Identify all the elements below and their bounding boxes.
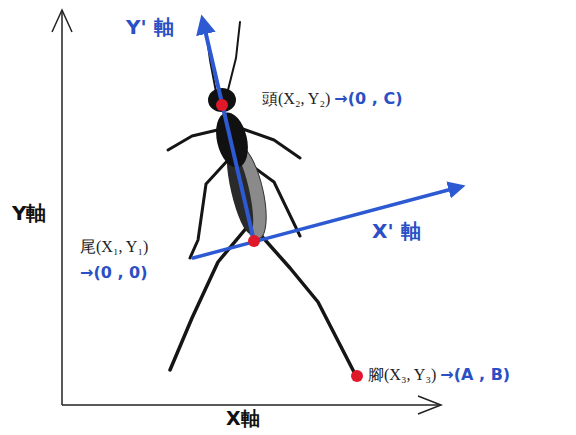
points [216,99,363,382]
leg [258,232,355,374]
mapped-coordinate: →(0 , 0) [80,264,148,282]
insect [168,22,355,374]
body-axes [193,30,452,258]
y-prime-axis [205,30,254,241]
x-prime-axis [193,189,452,258]
axis-label: Y' 軸 [126,16,174,39]
point-label: 腳(X₃, Y₃) [368,366,436,384]
point-label: 尾(X₁, Y₁) [80,238,148,256]
xy-axes [52,10,441,414]
x-axis-arrow [418,396,441,414]
x-axis [62,404,440,406]
y-axis-arrow [52,10,72,32]
mapped-coordinate: →(A , B) [440,366,510,384]
tail-point [248,235,260,247]
head-point [216,99,228,111]
axis-label: Y軸 [12,202,46,225]
axis-label: X' 軸 [372,220,421,243]
mapped-coordinate: →(0 , C) [334,90,402,108]
leg [190,160,228,258]
foot-point [351,370,363,382]
antenna [228,22,240,90]
y-axis [61,12,63,405]
point-label: 頭(X₂, Y₂) [262,90,330,108]
axis-label: X軸 [226,408,260,430]
head [208,88,236,112]
